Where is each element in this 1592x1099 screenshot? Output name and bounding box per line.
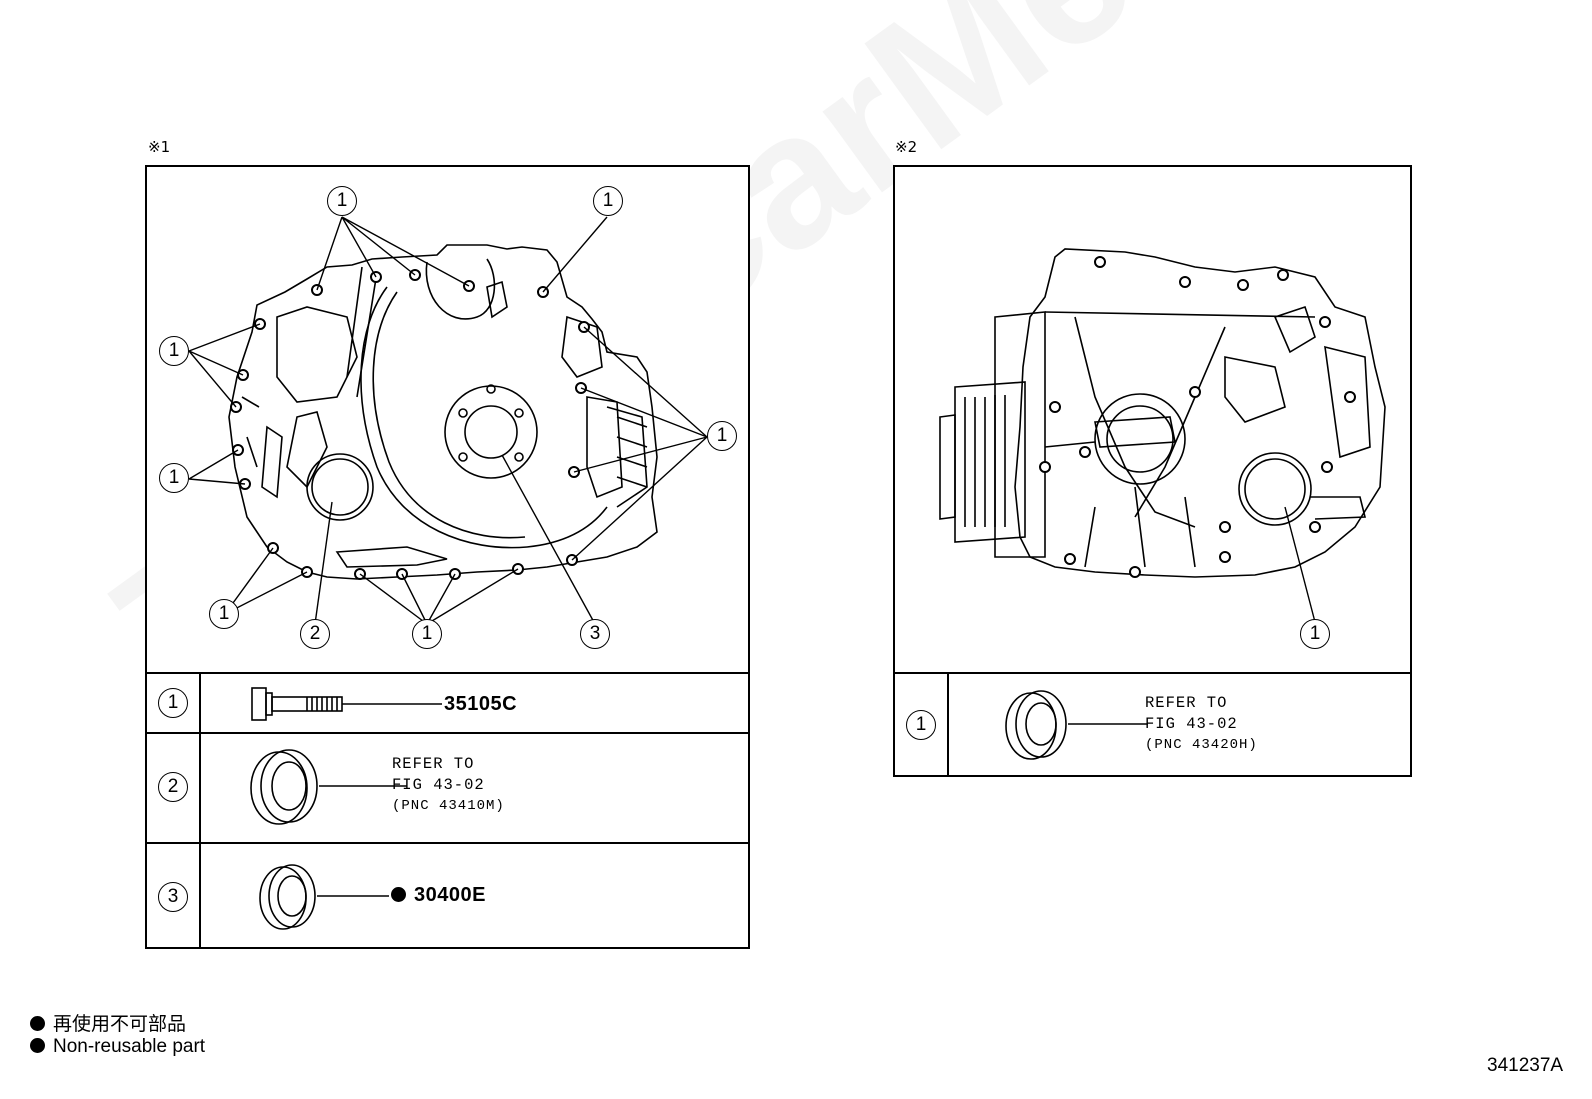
callout-1: 1 bbox=[327, 186, 357, 216]
pnc-label: (PNC 43410M) bbox=[392, 798, 505, 814]
callout-1: 1 bbox=[209, 599, 239, 629]
oil-seal-icon bbox=[259, 864, 389, 930]
callout-1: 1 bbox=[707, 421, 737, 451]
callout-1: 1 bbox=[412, 619, 442, 649]
callout-1: 1 bbox=[1300, 619, 1330, 649]
row-number-cell: 1 bbox=[895, 674, 949, 777]
diagram1-frame: 1 1 1 1 1 1 1 1 2 1 3 1 35105C 2 bbox=[145, 165, 750, 949]
callout-1: 1 bbox=[159, 336, 189, 366]
legend-jp: 再使用不可部品 bbox=[30, 1009, 186, 1036]
refer-to-label: REFER TO bbox=[392, 755, 475, 773]
parts-row-1: 1 REFER TO FIG 43-02 (PNC 43420H) bbox=[895, 672, 1410, 777]
parts-row-2: 2 REFER TO FIG 43-02 (PNC 43410M) bbox=[147, 732, 748, 844]
row-number: 1 bbox=[158, 688, 188, 718]
callout-1: 1 bbox=[593, 186, 623, 216]
parts-row-3: 3 30400E bbox=[147, 842, 748, 949]
row-number-cell: 2 bbox=[147, 734, 201, 844]
oil-seal-icon bbox=[250, 749, 407, 825]
legend-en: Non-reusable part bbox=[30, 1036, 205, 1058]
row-number-cell: 3 bbox=[147, 844, 201, 949]
refer-to-label: REFER TO bbox=[1145, 694, 1228, 712]
diagram1-marker: ※1 bbox=[148, 138, 171, 156]
non-reusable-marker bbox=[30, 1038, 45, 1053]
non-reusable-part-number: 30400E bbox=[391, 884, 486, 907]
transaxle-case-front-drawing bbox=[188, 216, 708, 625]
row-number: 3 bbox=[158, 882, 188, 912]
part-number: 35105C bbox=[444, 693, 518, 715]
callout-1: 1 bbox=[159, 463, 189, 493]
row-number-cell: 1 bbox=[147, 674, 201, 734]
figure-reference-link[interactable]: FIG 43-02 bbox=[1145, 715, 1238, 733]
callout-3: 3 bbox=[580, 619, 610, 649]
diagram2-frame: 1 1 REFER TO FIG 43-02 (PNC 43420H) bbox=[893, 165, 1412, 777]
transaxle-case-rear-drawing bbox=[939, 248, 1386, 623]
row-number: 2 bbox=[158, 772, 188, 802]
legend-jp-text: 再使用不可部品 bbox=[53, 1014, 187, 1035]
figure-reference-link[interactable]: FIG 43-02 bbox=[392, 776, 485, 794]
part-number: 30400E bbox=[414, 884, 486, 906]
callout-2: 2 bbox=[300, 619, 330, 649]
parts-row-1: 1 35105C bbox=[147, 672, 748, 734]
legend-en-text: Non-reusable part bbox=[53, 1036, 206, 1057]
pnc-label: (PNC 43420H) bbox=[1145, 737, 1258, 753]
oil-seal-icon bbox=[1005, 690, 1148, 760]
row-number: 1 bbox=[906, 710, 936, 740]
non-reusable-marker bbox=[30, 1016, 45, 1031]
bolt-icon bbox=[251, 687, 442, 721]
diagram2-marker: ※2 bbox=[895, 138, 918, 156]
non-reusable-marker bbox=[391, 887, 406, 902]
figure-id: 341237A bbox=[1487, 1055, 1564, 1076]
